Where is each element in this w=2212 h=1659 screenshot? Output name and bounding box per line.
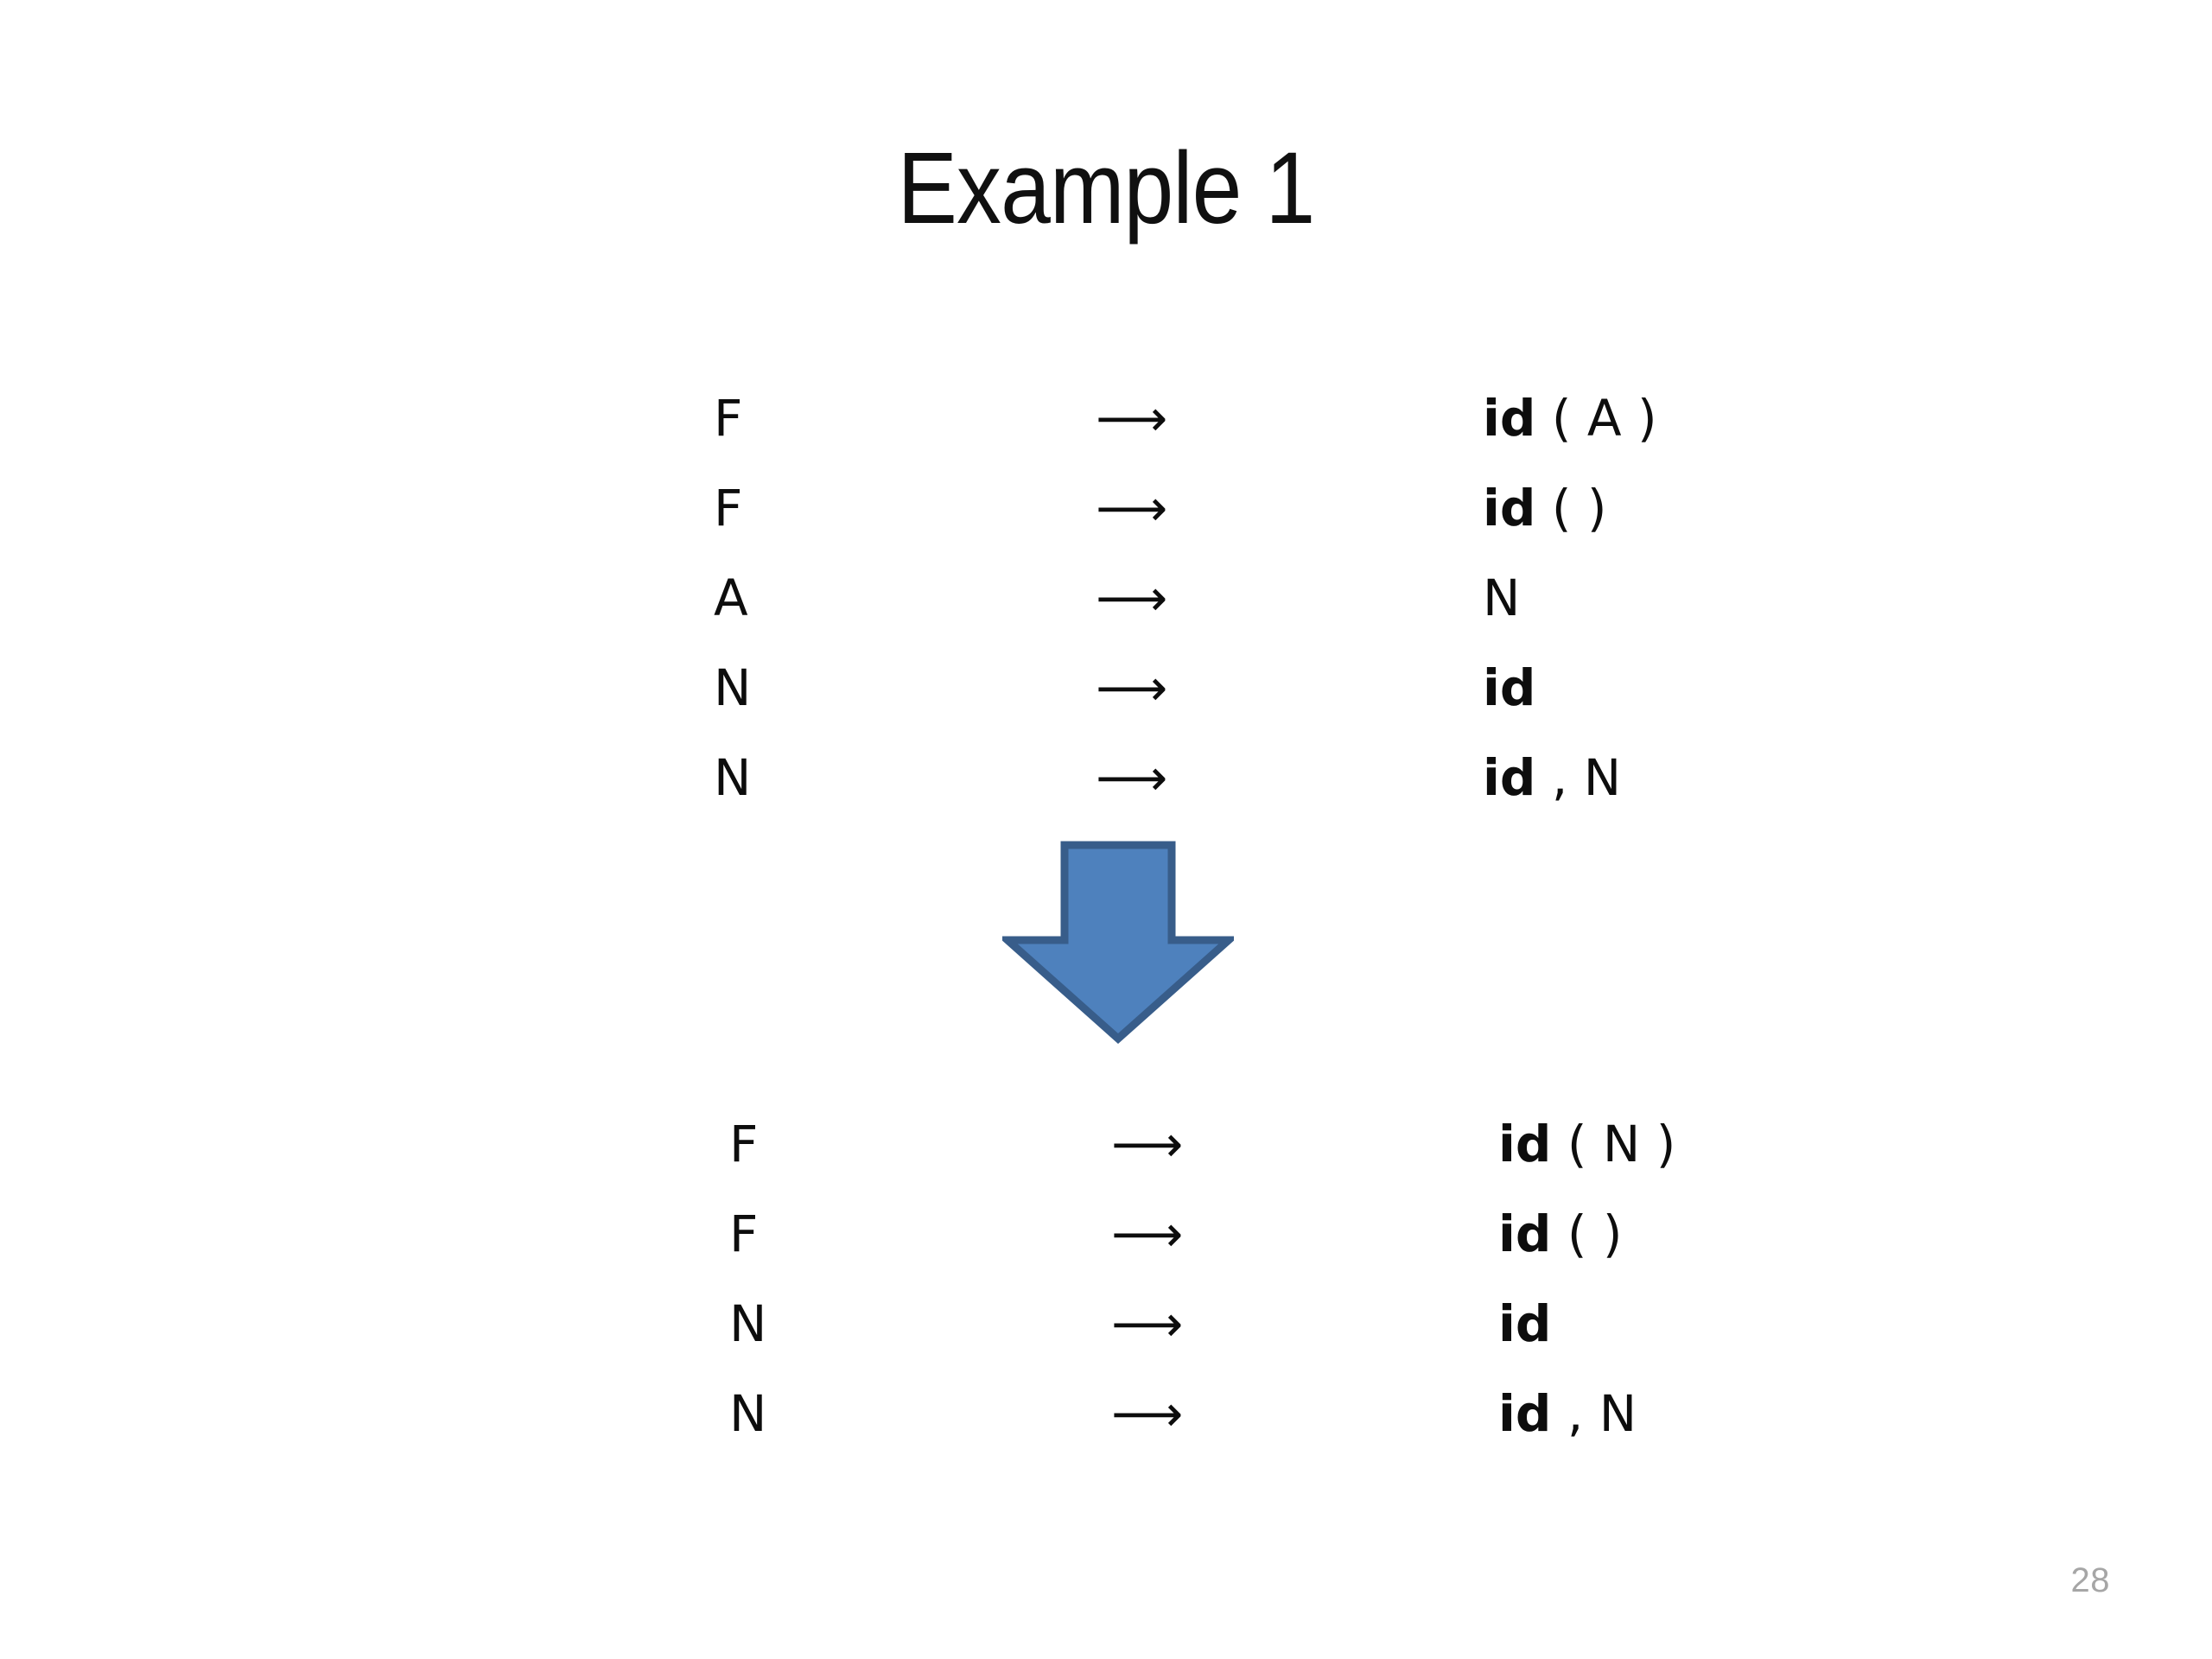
rule-lhs-symbol: N [729, 1384, 767, 1443]
rule-rhs-expression: id [1498, 1279, 1551, 1369]
rule-produces-arrow-icon: ⟶ [1096, 479, 1168, 537]
rule-rhs-term: id [1483, 748, 1536, 807]
rule-rhs-term: id [1483, 389, 1536, 448]
rule-rhs-punct: ) [1640, 1115, 1676, 1173]
production-rule-row: N ⟶ id , N [714, 733, 1657, 823]
page-title: Example 1 [897, 131, 1316, 245]
rule-rhs-expression: id [1483, 643, 1535, 733]
rule-rhs-expression: id ( ) [1498, 1189, 1623, 1279]
rule-lhs-symbol: A [714, 569, 748, 627]
rule-rhs-punct: ( ) [1535, 479, 1607, 537]
rule-rhs-punct: , [1551, 1384, 1599, 1443]
rule-lhs-symbol: N [714, 748, 752, 807]
rule-lhs-symbol: F [729, 1115, 759, 1173]
rule-rhs-punct: ( [1535, 389, 1587, 448]
rule-rhs-term: id [1498, 1294, 1552, 1353]
rule-rhs-nonterm: A [1586, 389, 1622, 448]
rule-rhs-term: id [1483, 658, 1536, 717]
rule-rhs-nonterm: N [1483, 569, 1521, 627]
rule-rhs-punct: ( ) [1551, 1205, 1623, 1263]
production-rule-row: F ⟶ id ( ) [729, 1189, 1675, 1279]
production-rule-row: A ⟶ N [714, 553, 1657, 643]
rule-rhs-punct: ( [1551, 1115, 1603, 1173]
rule-produces-arrow-icon: ⟶ [1111, 1115, 1184, 1173]
rule-rhs-nonterm: N [1602, 1115, 1641, 1173]
rule-rhs-term: id [1498, 1205, 1552, 1263]
rule-rhs-expression: N [1483, 553, 1520, 643]
production-rule-row: N ⟶ id [714, 643, 1657, 733]
rule-produces-arrow-icon: ⟶ [1111, 1205, 1184, 1263]
rule-rhs-term: id [1483, 479, 1536, 537]
rule-lhs-symbol: F [714, 479, 743, 537]
rule-rhs-expression: id ( ) [1483, 463, 1607, 553]
rule-lhs-symbol: F [714, 389, 743, 448]
rule-produces-arrow-icon: ⟶ [1096, 389, 1168, 448]
rule-rhs-term: id [1498, 1115, 1552, 1173]
rule-lhs-symbol: F [729, 1205, 759, 1263]
rule-rhs-punct: , [1535, 748, 1584, 807]
rule-rhs-nonterm: N [1583, 748, 1622, 807]
rule-produces-arrow-icon: ⟶ [1096, 569, 1168, 627]
rule-rhs-expression: id ( A ) [1483, 373, 1657, 463]
rule-rhs-nonterm: N [1599, 1384, 1637, 1443]
rule-produces-arrow-icon: ⟶ [1096, 748, 1168, 807]
rule-rhs-expression: id ( N ) [1498, 1099, 1675, 1189]
down-arrow-icon [1002, 840, 1234, 1044]
rule-rhs-expression: id , N [1498, 1369, 1637, 1459]
production-rule-row: F ⟶ id ( N ) [729, 1099, 1675, 1189]
rule-lhs-symbol: N [729, 1294, 767, 1353]
rule-rhs-term: id [1498, 1384, 1552, 1443]
production-rule-row: F ⟶ id ( ) [714, 463, 1657, 553]
rule-produces-arrow-icon: ⟶ [1111, 1294, 1184, 1353]
production-rule-row: N ⟶ id [729, 1279, 1675, 1369]
page-number: 28 [2070, 1561, 2110, 1599]
rule-rhs-expression: id , N [1483, 733, 1621, 823]
rule-rhs-punct: ) [1621, 389, 1657, 448]
production-rule-row: F ⟶ id ( A ) [714, 373, 1657, 463]
rule-produces-arrow-icon: ⟶ [1096, 658, 1168, 717]
rule-produces-arrow-icon: ⟶ [1111, 1384, 1184, 1443]
production-rule-row: N ⟶ id , N [729, 1369, 1675, 1459]
rule-lhs-symbol: N [714, 658, 752, 717]
